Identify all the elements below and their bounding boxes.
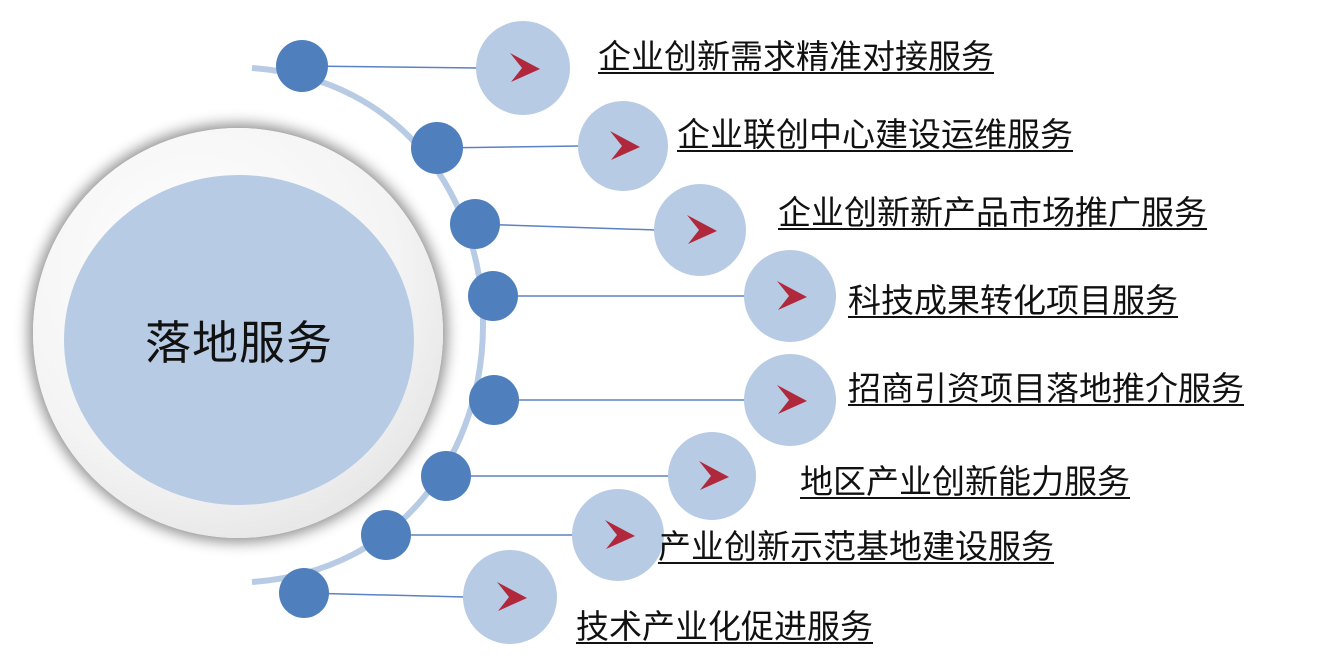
timeline-node-3 bbox=[450, 199, 500, 249]
timeline-node-4 bbox=[468, 271, 518, 321]
timeline-node-5 bbox=[469, 375, 519, 425]
hub-circle: 落地服务 bbox=[64, 175, 414, 505]
service-label-3: 企业创新新产品市场推广服务 bbox=[778, 193, 1207, 232]
timeline-node-8 bbox=[279, 568, 329, 618]
arrow-pointer-icon bbox=[605, 520, 635, 549]
arrow-pointer-icon bbox=[687, 215, 717, 244]
service-label-4: 科技成果转化项目服务 bbox=[848, 281, 1178, 320]
service-label-7: 产业创新示范基地建设服务 bbox=[658, 527, 1054, 566]
service-label-5: 招商引资项目落地推介服务 bbox=[848, 369, 1244, 408]
service-label-2: 企业联创中心建设运维服务 bbox=[677, 115, 1073, 154]
service-label-6: 地区产业创新能力服务 bbox=[800, 462, 1130, 501]
service-label-1: 企业创新需求精准对接服务 bbox=[598, 37, 994, 76]
arrow-pointer-icon bbox=[497, 582, 527, 611]
arrow-pointer-icon bbox=[777, 385, 807, 414]
timeline-node-2 bbox=[411, 122, 463, 174]
arrow-pointer-icon bbox=[777, 281, 807, 310]
timeline-node-1 bbox=[276, 40, 328, 92]
service-label-8: 技术产业化促进服务 bbox=[576, 607, 873, 646]
timeline-node-7 bbox=[361, 510, 411, 560]
connector-line-8 bbox=[303, 592, 466, 598]
connector-line-1 bbox=[301, 65, 479, 69]
arrow-pointer-icon bbox=[610, 131, 640, 160]
arrow-pointer-icon bbox=[699, 461, 729, 490]
arrow-pointer-icon bbox=[510, 53, 540, 82]
connector-line-3 bbox=[474, 223, 657, 231]
hub-title: 落地服务 bbox=[145, 316, 333, 370]
timeline-node-6 bbox=[421, 451, 471, 501]
